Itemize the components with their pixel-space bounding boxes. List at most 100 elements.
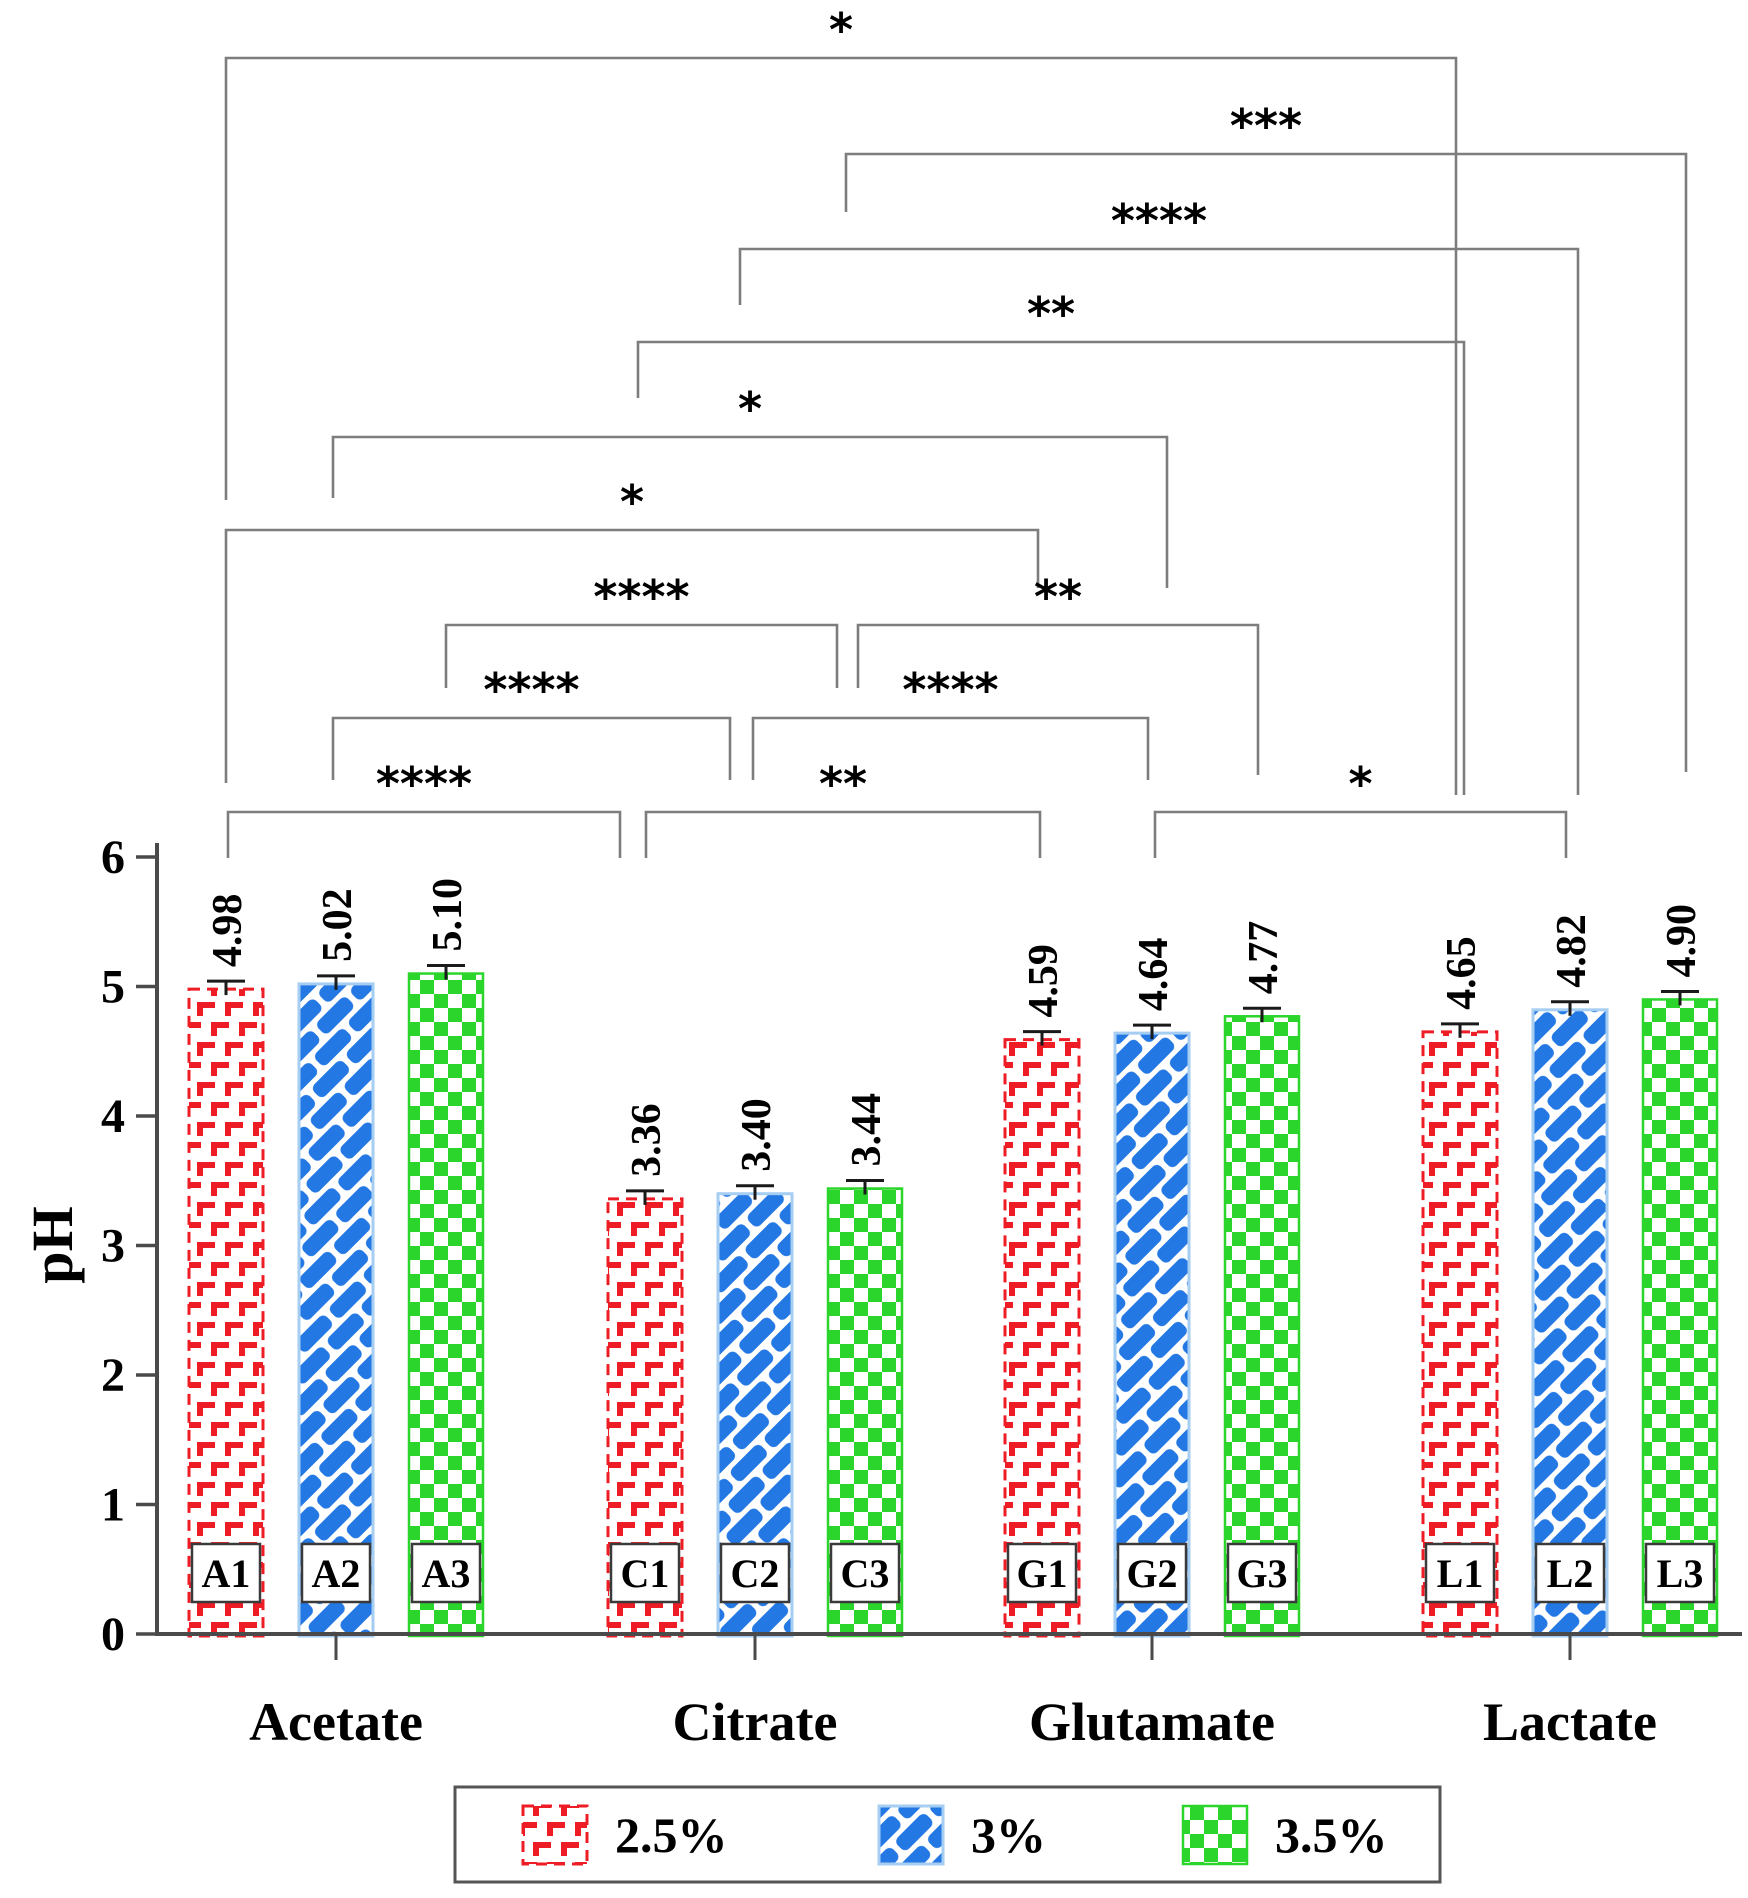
significance-bracket-A2-C2: ****: [331, 663, 732, 780]
error-bar-G3: [1243, 1006, 1281, 1023]
significance-brackets-layer: *********************************: [224, 3, 1688, 858]
bracket-stars-label: ****: [902, 663, 998, 717]
bar-value-label-L2: 4.82: [1549, 914, 1595, 988]
legend-swatch-3.5%: [1181, 1804, 1249, 1866]
y-tick-label-5: 5: [101, 961, 125, 1014]
y-tick-label-2: 2: [101, 1349, 125, 1402]
error-bar-C2: [736, 1184, 774, 1200]
significance-bracket-A1-C1: ****: [226, 757, 622, 858]
significance-bracket-C3-G3: **: [856, 570, 1260, 775]
bracket-stars-label: ****: [483, 663, 579, 717]
bar-id-box-A1: [190, 1542, 262, 1604]
bar-id-box-C3: [829, 1542, 901, 1604]
bar-id-label-A3: A3: [422, 1551, 471, 1596]
error-bar-L2: [1551, 1000, 1589, 1016]
error-bar-A2: [317, 974, 355, 990]
significance-bracket-C1-L1: **: [636, 287, 1466, 795]
bar-id-box-G1: [1006, 1542, 1078, 1604]
error-bar-L1: [1441, 1022, 1479, 1038]
error-bar-G2: [1133, 1023, 1171, 1040]
bar-id-label-C3: C3: [841, 1551, 890, 1596]
bar-L2: [1531, 1008, 1609, 1638]
bar-id-box-L1: [1424, 1542, 1496, 1604]
bar-value-label-C3: 3.44: [844, 1093, 890, 1167]
bracket-line: [224, 56, 1458, 795]
y-tick-label-4: 4: [101, 1090, 125, 1143]
bracket-line: [738, 247, 1580, 795]
bracket-line: [856, 623, 1260, 775]
y-tick-label-3: 3: [101, 1220, 125, 1273]
bar-value-label-L3: 4.90: [1659, 904, 1705, 978]
bar-value-label-C2: 3.40: [734, 1098, 780, 1172]
legend-item-3%: 3%: [877, 1804, 1046, 1866]
error-bar-G1: [1023, 1030, 1061, 1046]
bracket-line: [444, 623, 839, 688]
error-bar-A1: [207, 979, 245, 996]
significance-bracket-C1-G1: **: [644, 757, 1042, 858]
bracket-stars-label: *: [1348, 757, 1372, 811]
error-bar-L3: [1661, 989, 1699, 1006]
bar-L1: [1421, 1030, 1499, 1638]
legend: 2.5%3%3.5%: [453, 1785, 1442, 1884]
bar-id-box-C1: [609, 1542, 681, 1604]
bar-value-label-A2: 5.02: [315, 888, 361, 962]
bar-A3: [407, 972, 485, 1638]
significance-bracket-A1-L1: *: [224, 3, 1458, 795]
legend-swatch-3%: [877, 1804, 945, 1866]
legend-box: [453, 1785, 1442, 1884]
bracket-stars-label: ****: [593, 570, 689, 624]
bracket-line: [751, 716, 1150, 780]
bar-id-label-A2: A2: [312, 1551, 361, 1596]
bar-id-box-G2: [1116, 1542, 1188, 1604]
bracket-line: [636, 340, 1466, 795]
bracket-stars-label: **: [1027, 287, 1075, 341]
significance-bracket-A2-G2: *: [331, 382, 1169, 588]
bracket-line: [1153, 810, 1568, 858]
bar-L3: [1641, 998, 1719, 1638]
bar-id-box-L2: [1534, 1542, 1606, 1604]
bracket-stars-label: *: [829, 3, 853, 57]
bar-value-label-A3: 5.10: [425, 878, 471, 952]
error-bar-A3: [427, 964, 465, 980]
bar-id-box-A3: [410, 1542, 482, 1604]
bar-id-label-L1: L1: [1437, 1551, 1484, 1596]
bar-A1: [187, 987, 265, 1638]
bracket-stars-label: ***: [1230, 99, 1302, 153]
legend-label-2.5%: 2.5%: [615, 1807, 728, 1863]
bar-value-label-A1: 4.98: [205, 894, 251, 968]
error-bar-C3: [846, 1179, 884, 1195]
legend-label-3%: 3%: [971, 1807, 1046, 1863]
bar-A2: [297, 982, 375, 1638]
bracket-line: [224, 528, 1040, 783]
bars-layer: 4.98A13.36C14.59G14.65L15.02A23.40C24.64…: [187, 878, 1719, 1638]
significance-bracket-C2-L2: ** **: [738, 194, 1580, 795]
bracket-line: [644, 810, 1042, 858]
bracket-stars-label: **: [1034, 570, 1082, 624]
significance-bracket-A3-C3: ****: [444, 570, 839, 688]
bar-value-label-G2: 4.64: [1131, 938, 1177, 1012]
bar-id-label-G3: G3: [1236, 1551, 1287, 1596]
bar-id-label-L3: L3: [1657, 1551, 1704, 1596]
bar-id-label-C1: C1: [621, 1551, 670, 1596]
bar-id-box-C2: [719, 1542, 791, 1604]
y-axis-title: pH: [20, 1206, 85, 1283]
bar-G2: [1113, 1031, 1191, 1638]
x-axis-label-citrate: Citrate: [673, 1692, 838, 1752]
legend-swatch-2.5%: [521, 1804, 589, 1866]
bar-value-label-C1: 3.36: [624, 1103, 670, 1177]
x-axis-label-glutamate: Glutamate: [1029, 1692, 1275, 1752]
bracket-stars-label: ****: [376, 757, 472, 811]
bar-value-label-G3: 4.77: [1241, 921, 1287, 995]
